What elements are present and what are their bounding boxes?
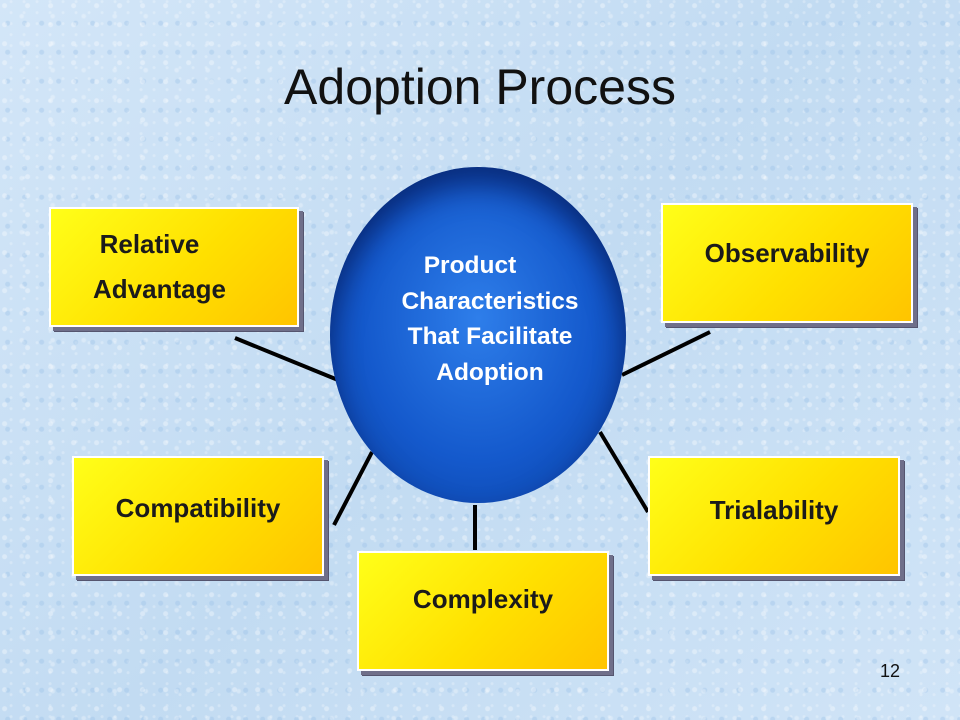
complexity-box: Complexity	[357, 551, 609, 671]
observability-box: Observability	[661, 203, 913, 323]
center-label: Product Characteristics That Facilitate …	[355, 248, 625, 390]
connector-observability	[621, 330, 711, 377]
compatibility-label: Compatibility	[115, 493, 281, 523]
complexity-label: Complexity	[412, 584, 554, 614]
center-label-line-4: Adoption	[436, 358, 544, 386]
relative-advantage-box: Relative Advantage	[49, 207, 299, 327]
center-label-line-1: Product	[423, 252, 517, 279]
center-label-line-3: That Facilitate	[407, 323, 573, 351]
trialability-label: Trialability	[709, 495, 839, 525]
connector-relative-advantage	[234, 336, 339, 382]
slide-title: Adoption Process	[284, 59, 676, 115]
page-number: 12	[880, 661, 901, 681]
center-label-line-2: Characteristics	[401, 287, 579, 315]
connector-compatibility	[332, 451, 374, 526]
relative-advantage-line-1: Relative	[99, 228, 200, 259]
trialability-box: Trialability	[648, 456, 900, 576]
relative-advantage-line-2: Advantage	[93, 274, 226, 304]
connector-trialability	[598, 430, 650, 514]
product-characteristics-ellipse	[330, 167, 626, 503]
compatibility-box: Compatibility	[72, 456, 324, 576]
observability-label: Observability	[704, 238, 870, 268]
